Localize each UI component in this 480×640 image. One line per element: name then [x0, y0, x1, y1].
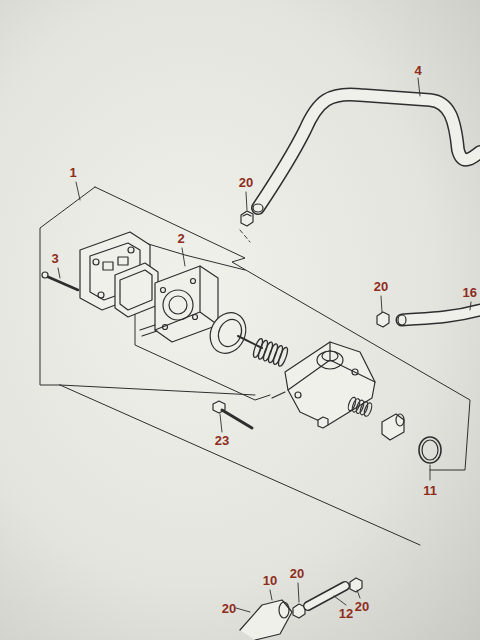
- callout-number: 12: [339, 607, 353, 620]
- callout-number: 20: [374, 280, 388, 293]
- spring-coil: [363, 402, 373, 417]
- callout-number: 3: [51, 252, 58, 265]
- callout-number: 20: [355, 600, 369, 613]
- callout-number: 1: [69, 166, 76, 179]
- callout-number: 4: [414, 64, 421, 77]
- spring-coil: [277, 346, 289, 367]
- callout-number: 10: [263, 574, 277, 587]
- callout-number: 23: [215, 434, 229, 447]
- callout-number: 20: [222, 602, 236, 615]
- callout-number: 20: [290, 567, 304, 580]
- callout-number: 16: [463, 286, 477, 299]
- callout-number: 20: [239, 176, 253, 189]
- callout-number: 2: [177, 232, 184, 245]
- callout-number: 11: [423, 484, 437, 497]
